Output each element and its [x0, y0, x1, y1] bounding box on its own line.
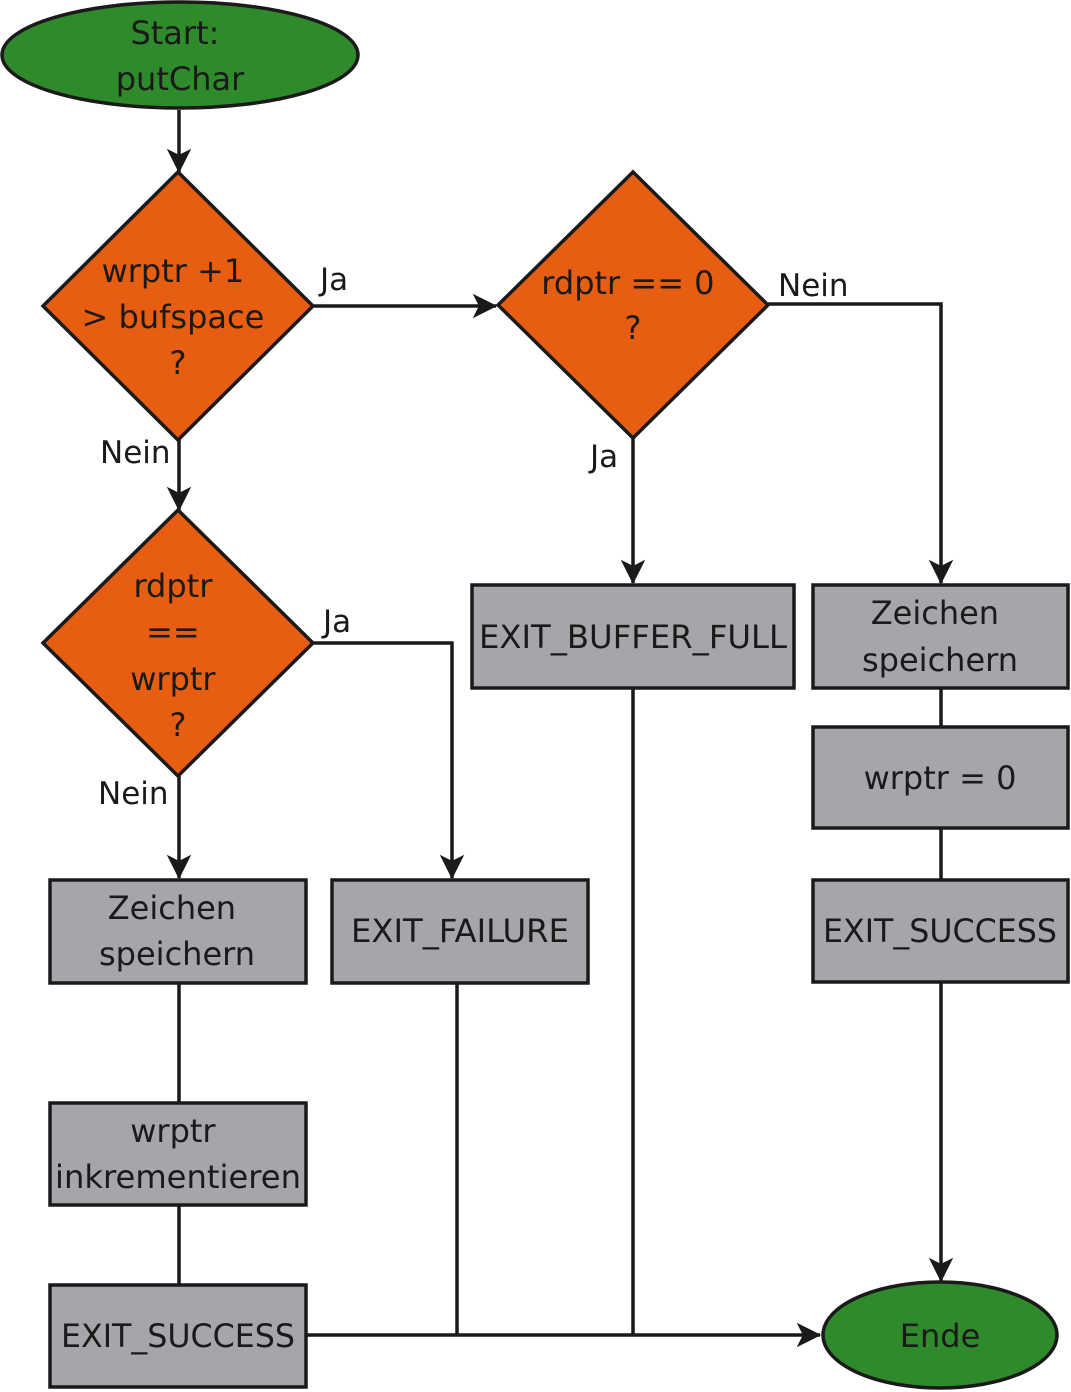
start-text: Start: putChar	[116, 14, 245, 98]
exit-success-right-box	[811, 878, 1070, 984]
edge-d3-yes-to-failure	[314, 641, 465, 880]
decision-buffer-overflow	[40, 169, 316, 443]
decision-pointers-equal	[40, 507, 316, 779]
start-terminal	[0, 0, 360, 110]
exit-failure-box	[330, 878, 590, 985]
increment-box	[48, 1101, 308, 1207]
decision-read-pointer-zero	[495, 169, 771, 441]
decision-pointers-equal-text: rdptr == wrptr ?	[130, 567, 226, 744]
decision-read-pointer-zero-text: rdptr == 0 ?	[541, 264, 724, 347]
edge-d2-no-to-store-right	[768, 302, 954, 585]
exit-success-left-box	[48, 1283, 308, 1389]
store-char-right-text: Zeichen speichern	[862, 594, 1018, 679]
exit-buffer-full-text: EXIT_BUFFER_FULL	[479, 618, 787, 656]
exit-buffer-full-box	[470, 583, 796, 690]
label-d1-no: Nein	[100, 435, 171, 471]
store-char-right-box	[811, 583, 1070, 690]
decision-buffer-overflow-text: wrptr +1 > bufspace ?	[82, 252, 275, 382]
exit-failure-text: EXIT_FAILURE	[351, 912, 569, 950]
exit-success-left-text: EXIT_SUCCESS	[61, 1317, 295, 1355]
label-d2-no: Nein	[778, 268, 849, 304]
exit-success-right-text: EXIT_SUCCESS	[823, 912, 1057, 950]
wrptr-zero-box	[811, 725, 1070, 830]
store-char-left-text: Zeichen speichern	[99, 889, 255, 973]
connectors	[166, 110, 954, 1348]
increment-text: wrptr inkrementieren	[55, 1112, 301, 1196]
wrptr-zero-text: wrptr = 0	[864, 759, 1017, 797]
label-d3-yes: Ja	[321, 604, 351, 640]
end-text: Ende	[900, 1317, 981, 1355]
label-d2-yes: Ja	[588, 439, 618, 475]
end-terminal	[821, 1280, 1059, 1390]
label-d3-no: Nein	[98, 776, 169, 812]
label-d1-yes: Ja	[318, 262, 348, 298]
store-char-left-box	[48, 878, 308, 985]
